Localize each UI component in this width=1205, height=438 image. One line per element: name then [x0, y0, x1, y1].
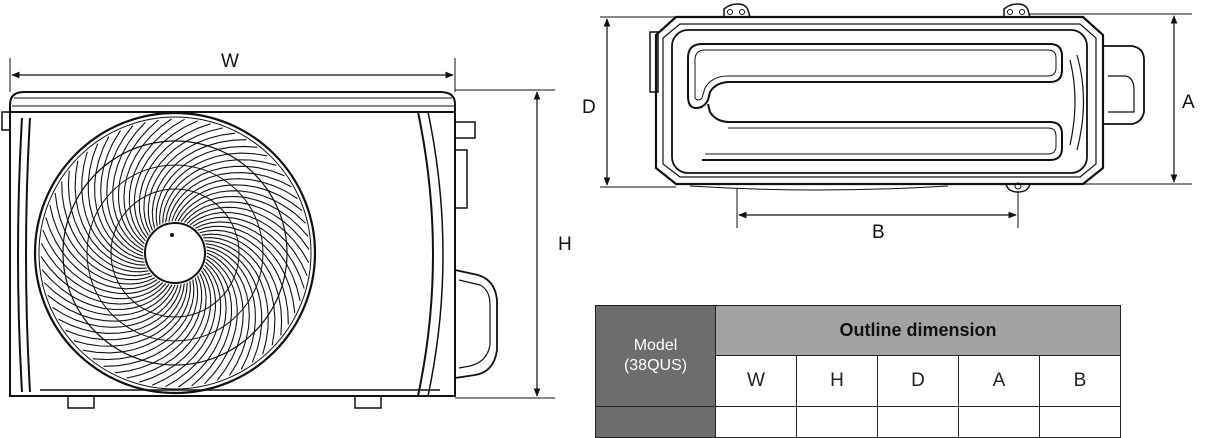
grille-wire [177, 190, 307, 224]
grille-wire [117, 119, 159, 248]
grille-wire [151, 139, 247, 229]
grille-wire [168, 172, 292, 222]
grille-wire [45, 217, 158, 290]
value-cell [877, 406, 959, 438]
grille-wire [186, 206, 310, 263]
grille-wire [189, 211, 308, 276]
grille-wire [139, 270, 212, 383]
grille-wire [147, 132, 236, 231]
grille-wire [138, 123, 211, 236]
grille-wire [106, 125, 144, 254]
grille-wire [199, 229, 289, 325]
grille-wire [40, 256, 167, 305]
a-dimension: A [1030, 13, 1195, 185]
grille-wire [152, 267, 217, 386]
grille-wire [47, 284, 176, 322]
grille-wire [65, 283, 185, 341]
grille-wire [112, 121, 146, 251]
grille-wire [165, 264, 222, 388]
grille-wire [159, 152, 268, 225]
grille-wire [183, 201, 310, 250]
grille-wire [191, 258, 233, 387]
height-dimension: H [455, 89, 572, 399]
fan-grille [33, 111, 317, 395]
column-a: A [958, 355, 1040, 407]
b-dimension: B [736, 188, 1019, 243]
grille-wire [49, 204, 155, 285]
grille-wire [114, 275, 203, 374]
grille-wire [155, 145, 258, 227]
grille-wire [82, 281, 191, 354]
table-column-row: W H D A B [596, 355, 1121, 407]
grille-wire [143, 127, 224, 233]
front-view-unit [1, 91, 498, 409]
grille-wire [206, 249, 250, 376]
value-cell [715, 406, 797, 438]
grille-wire [204, 240, 269, 355]
height-label: H [558, 234, 572, 255]
grille-wire [197, 225, 296, 314]
grille-wire [41, 269, 170, 311]
b-label: B [872, 222, 885, 243]
grille-wire [178, 261, 227, 388]
grille-wire [73, 282, 188, 347]
model-value-cell [595, 406, 716, 438]
table-row [595, 406, 1121, 438]
grille-wire [74, 160, 147, 269]
grille-wire [123, 118, 172, 245]
top-view-unit [649, 3, 1145, 193]
column-b: B [1039, 355, 1121, 407]
grille-wire [165, 165, 285, 223]
value-cell [1039, 406, 1121, 438]
width-label: W [221, 51, 239, 72]
value-cell [958, 406, 1040, 438]
model-header-cell: Model (38QUS) [595, 305, 716, 407]
grille-wire [61, 181, 151, 277]
column-w: W [715, 355, 797, 407]
column-h: H [796, 355, 878, 407]
model-label: Model [633, 337, 678, 354]
grille-wire [205, 243, 263, 363]
width-dimension: W [9, 51, 456, 92]
grille-wire [180, 195, 309, 237]
dimension-table: Model (38QUS) Outline dimension W H D A … [595, 305, 1121, 438]
grille-wire [204, 255, 238, 385]
grille-wire [40, 243, 164, 300]
value-cell [796, 406, 878, 438]
grille-wire [67, 170, 149, 273]
a-label: A [1182, 92, 1195, 113]
outline-dimension-header: Outline dimension [715, 305, 1121, 356]
grille-wire [103, 277, 199, 367]
depth-dimension: D [582, 16, 676, 188]
grille-wire [92, 279, 195, 361]
grille-wire [128, 118, 185, 242]
outline-drawing: W H [1, 3, 1195, 409]
grille-wire [201, 233, 283, 336]
grille-wire [174, 184, 303, 222]
grille-wire [42, 230, 161, 295]
grille-wire [100, 130, 144, 257]
grille-wire [81, 151, 146, 266]
grille-wire [58, 284, 182, 334]
model-code: (38QUS) [623, 357, 688, 374]
grille-wire [203, 237, 276, 346]
grille-wire [206, 246, 256, 370]
column-d: D [877, 355, 959, 407]
depth-label: D [582, 97, 596, 118]
table-header-row: Model (38QUS) Outline dimension [595, 305, 1121, 407]
grille-wire [87, 143, 145, 263]
grille-wire [43, 282, 173, 316]
grille-wire [54, 192, 153, 281]
grille-wire [94, 136, 144, 260]
grille-wire [195, 221, 301, 302]
grille-wire [192, 216, 305, 289]
grille-wire [171, 178, 298, 222]
grille-wire [52, 284, 179, 328]
grille-wire [126, 273, 207, 379]
grille-wire [133, 120, 198, 239]
grille-wire [206, 252, 244, 381]
grille-wire [162, 159, 277, 224]
